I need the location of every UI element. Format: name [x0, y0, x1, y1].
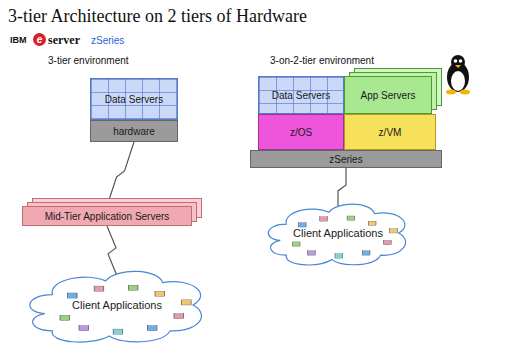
hardware-box: zSeries	[250, 150, 442, 168]
node-text: Data Servers	[272, 90, 330, 101]
node-text: Client Applications	[72, 299, 162, 311]
node-text: hardware	[113, 126, 155, 137]
node-text: Mid-Tier Application Servers	[45, 211, 170, 222]
network-link	[338, 168, 346, 208]
product-name: zSeries	[91, 35, 124, 46]
node-text: Client Applications	[293, 227, 383, 239]
section-heading: 3-on-2-tier environment	[270, 55, 374, 66]
section-heading: 3-tier environment	[48, 55, 129, 66]
brand-name: IBM	[10, 35, 27, 45]
brand-name: server	[48, 33, 80, 48]
linux-penguin	[446, 55, 470, 95]
brand-logo-letter: e	[33, 33, 46, 46]
client-cloud: Client Applications	[262, 196, 414, 270]
data-server-box: Data Servers	[90, 78, 178, 120]
node-text: zSeries	[329, 154, 362, 165]
os-box: z/OS	[258, 114, 344, 150]
app-server-stack: App Servers	[344, 76, 432, 114]
hardware-box: hardware	[90, 120, 178, 142]
diagram-title: 3-tier Architecture on 2 tiers of Hardwa…	[8, 6, 307, 27]
network-link	[107, 142, 134, 206]
os-box: z/VM	[344, 114, 436, 150]
app-server-stack: Mid-Tier Application Servers	[22, 206, 192, 226]
node-text: z/VM	[379, 127, 402, 138]
node-text: App Servers	[360, 90, 415, 101]
data-server-box: Data Servers	[258, 76, 344, 114]
node-text: z/OS	[290, 127, 312, 138]
client-cloud: Client Applications	[22, 262, 212, 348]
network-link	[107, 226, 117, 276]
node-text: Data Servers	[105, 94, 163, 105]
